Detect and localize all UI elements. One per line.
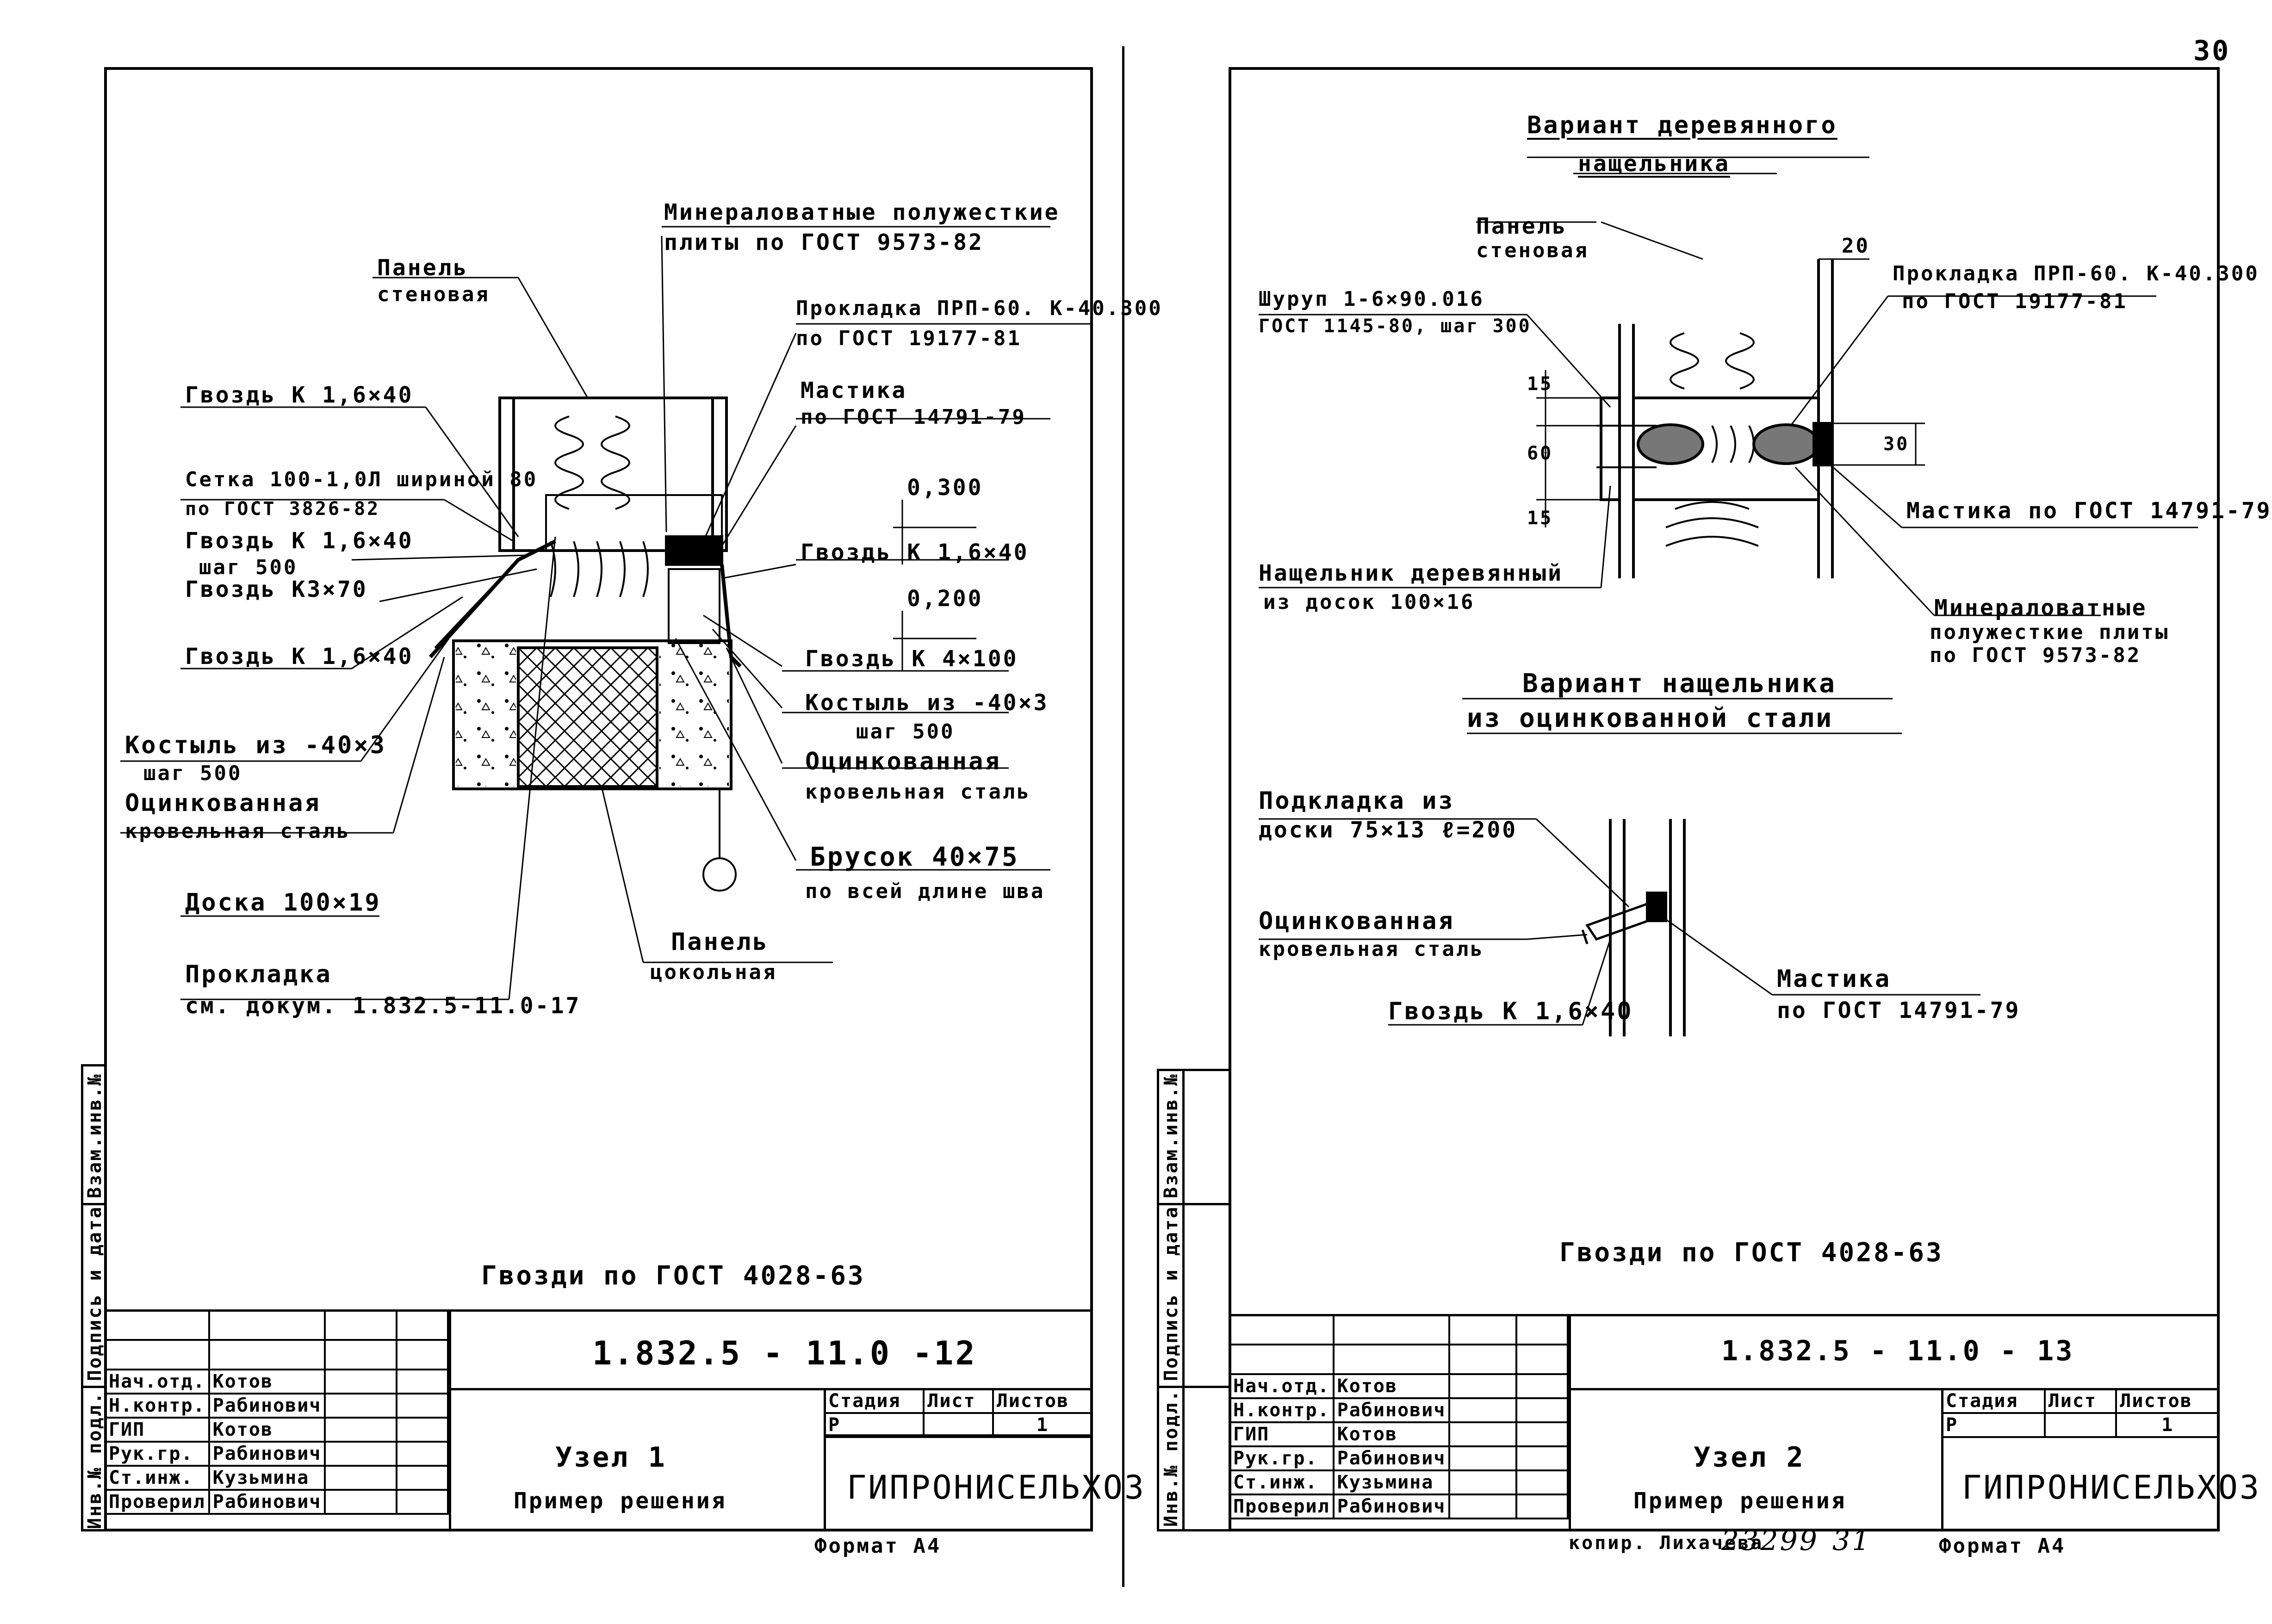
r-label-wool-1: Минераловатные [1934, 595, 2148, 621]
copy-number-2: 31 [1832, 1525, 1872, 1557]
label-panel-wall-1: Панель [377, 255, 469, 281]
label-panel-plinth-1: Панель [671, 928, 769, 956]
copy-number-1: 23299 [1721, 1525, 1819, 1557]
r-label-panel-wall-1: Панель [1476, 213, 1568, 239]
right-doc-code: 1.832.5 - 11.0 - 13 [1721, 1335, 2074, 1367]
label-gasket-prp-1: Прокладка ПРП-60. К-40.300 [796, 297, 1163, 320]
r-label-gasket-1: Прокладка ПРП-60. К-40.300 [1893, 262, 2260, 285]
left-side-strip [81, 1064, 106, 1531]
r-label-panel-wall-2: стеновая [1476, 239, 1589, 262]
heading-wood-2: нащельника [1578, 151, 1730, 177]
label-nail-k4: Гвоздь К 4×100 [805, 646, 1018, 672]
r-label-dim-15b: 15 [1527, 508, 1553, 529]
label-nail-left: Гвоздь К 1,6×40 [185, 644, 414, 669]
r-label-pad-2: доски 75×13 ℓ=200 [1259, 817, 1518, 843]
page-divider [1122, 46, 1124, 1587]
r-label-dim-60: 60 [1527, 443, 1553, 464]
left-title-2: Пример решения [514, 1488, 727, 1514]
label-mastic-1: Мастика [801, 378, 907, 403]
label-panel-wall-2: стеновая [377, 283, 490, 306]
r-label-dim-30: 30 [1883, 434, 1910, 455]
right-format: Формат А4 [1939, 1534, 2066, 1558]
r-label-pad-1: Подкладка из [1259, 787, 1455, 815]
label-mastic-2: по ГОСТ 14791-79 [801, 405, 1026, 429]
label-panel-plinth-2: цокольная [650, 961, 777, 984]
r-label-dim-20: 20 [1842, 234, 1870, 258]
label-gasket-see-1: Прокладка [185, 961, 332, 988]
label-galv-right-2: кровельная сталь [805, 780, 1031, 804]
label-nail-k3: Гвоздь К3×70 [185, 576, 368, 602]
label-crutch-right-2: шаг 500 [856, 720, 955, 744]
r-label-dim-15a: 15 [1527, 373, 1553, 395]
label-nail-right: Гвоздь К 1,6×40 [801, 539, 1029, 565]
label-galv-left-1: Оцинкованная [125, 789, 321, 817]
r-label-screw-1: Шуруп 1-6×90.016 [1259, 287, 1484, 311]
label-gasket-see-2: см. докум. 1.832.5-11.0-17 [185, 993, 581, 1019]
label-bar-1: Брусок 40×75 [810, 842, 1019, 872]
left-sheet-frame [104, 67, 1093, 1531]
label-galv-left-2: кровельная сталь [125, 819, 351, 843]
r-label-mastic2-2: по ГОСТ 14791-79 [1777, 998, 2021, 1023]
label-mesh-1: Сетка 100-1,0Л шириной 80 [185, 468, 538, 491]
label-gasket-prp-2: по ГОСТ 19177-81 [796, 327, 1022, 350]
heading-steel-2: из оцинкованной стали [1467, 703, 1834, 733]
r-label-galv-1: Оцинкованная [1259, 907, 1455, 935]
right-org: ГИПРОНИСЕЛЬХОЗ [1962, 1469, 2261, 1506]
label-board: Доска 100×19 [185, 889, 381, 917]
right-sheet-frame [1229, 67, 2220, 1531]
label-nail-step-2: шаг 500 [199, 556, 298, 579]
right-title-1: Узел 2 [1694, 1441, 1805, 1474]
heading-wood-1: Вариант деревянного [1527, 112, 1837, 139]
label-nail-step-1: Гвоздь К 1,6×40 [185, 528, 414, 554]
label-dim-0200: 0,200 [907, 586, 983, 612]
label-dim-0300: 0,300 [907, 475, 983, 501]
label-mineral-wool-2: плиты по ГОСТ 9573-82 [664, 229, 984, 255]
copy-note: копир. Лихачева [1569, 1532, 1764, 1554]
left-org: ГИПРОНИСЕЛЬХОЗ [847, 1469, 1146, 1506]
r-label-batten-2: из досок 100×16 [1263, 590, 1475, 614]
heading-steel-1: Вариант нащельника [1522, 669, 1837, 699]
label-galv-right-1: Оцинкованная [805, 748, 1001, 775]
left-format: Формат А4 [814, 1534, 942, 1558]
page-number: 30 [2193, 35, 2231, 67]
left-title-1: Узел 1 [555, 1441, 667, 1474]
label-crutch-left-1: Костыль из -40×3 [125, 731, 386, 759]
label-bar-2: по всей длине шва [805, 880, 1045, 903]
label-mesh-2: по ГОСТ 3826-82 [185, 498, 380, 520]
left-note: Гвозди по ГОСТ 4028-63 [481, 1261, 865, 1291]
label-crutch-right-1: Костыль из -40×3 [805, 690, 1049, 716]
label-nail-1: Гвоздь К 1,6×40 [185, 382, 414, 408]
right-side-strip [1157, 1069, 1231, 1531]
right-title-2: Пример решения [1633, 1488, 1847, 1514]
r-label-mastic2-1: Мастика [1777, 965, 1892, 993]
r-label-nail: Гвоздь К 1,6×40 [1388, 998, 1633, 1025]
r-label-galv-2: кровельная сталь [1259, 937, 1484, 961]
right-note: Гвозди по ГОСТ 4028-63 [1559, 1238, 1943, 1268]
r-label-mastic: Мастика по ГОСТ 14791-79 [1906, 498, 2272, 524]
r-label-wool-2: полужесткие плиты [1930, 620, 2170, 644]
r-label-batten-1: Нащельник деревянный [1259, 560, 1563, 586]
label-crutch-left-2: шаг 500 [143, 762, 242, 785]
left-doc-code: 1.832.5 - 11.0 -12 [592, 1334, 977, 1372]
r-label-gasket-2: по ГОСТ 19177-81 [1902, 290, 2128, 313]
label-mineral-wool-1: Минераловатные полужесткие [664, 199, 1060, 225]
r-label-screw-2: ГОСТ 1145-80, шаг 300 [1259, 316, 1532, 337]
r-label-wool-3: по ГОСТ 9573-82 [1930, 644, 2142, 667]
